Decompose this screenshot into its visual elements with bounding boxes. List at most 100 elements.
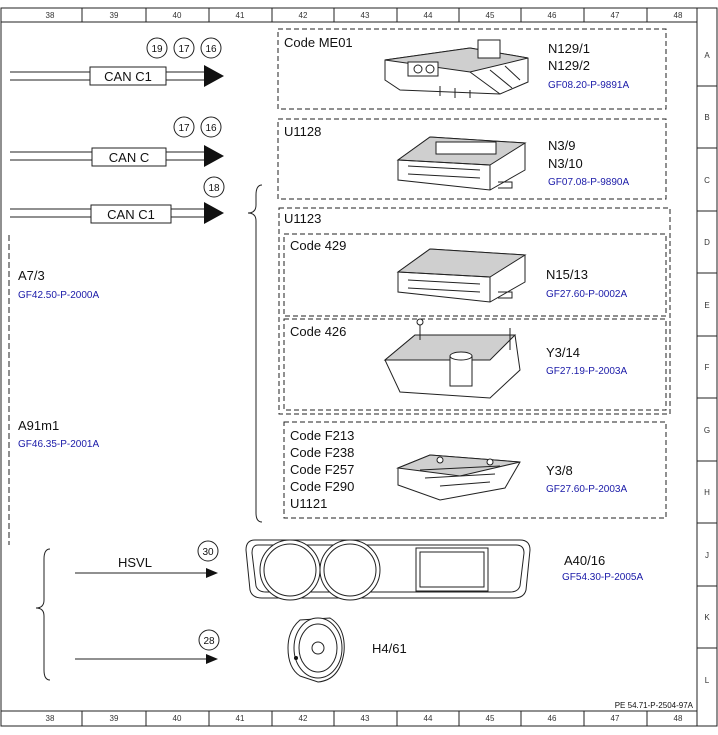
label-a91m1: A91m1 GF46.35-P-2001A bbox=[18, 418, 99, 450]
bus-label: CAN C bbox=[109, 150, 149, 165]
cluster-ref: GF54.30-P-2005A bbox=[562, 572, 643, 583]
col-bottom: 47 bbox=[611, 714, 620, 723]
ref-circle-number: 17 bbox=[178, 44, 190, 55]
col-top: 38 bbox=[46, 11, 55, 20]
h461-name: H4/61 bbox=[372, 641, 407, 656]
box-code-429: Code 429 N15/13 GF27.60-P-0002A bbox=[283, 233, 667, 317]
u1128-ref: GF07.08-P-9890A bbox=[548, 177, 629, 188]
u1128-name-2: N3/10 bbox=[548, 156, 583, 171]
row-label: G bbox=[704, 426, 710, 435]
col-top: 40 bbox=[173, 11, 182, 20]
col-top: 42 bbox=[299, 11, 308, 20]
ref-circle bbox=[198, 629, 220, 651]
col-top: 43 bbox=[361, 11, 370, 20]
arrow-head bbox=[206, 568, 218, 578]
bus-line-can-c1-top: CAN C1 19 17 16 bbox=[10, 37, 224, 87]
codef-name: Y3/8 bbox=[546, 463, 573, 478]
bus-label-box bbox=[89, 66, 167, 86]
bus-line-can-c: CAN C 17 16 bbox=[10, 116, 224, 167]
col-bottom: 42 bbox=[299, 714, 308, 723]
bus-label: CAN C1 bbox=[104, 69, 152, 84]
codef-line-2: Code F238 bbox=[290, 445, 354, 460]
ref-circle-number: 18 bbox=[208, 183, 220, 194]
col-top: 47 bbox=[611, 11, 620, 20]
column-labels: 38 39 40 41 42 43 44 45 46 47 48 38 39 4… bbox=[46, 8, 683, 726]
col-bottom: 44 bbox=[424, 714, 433, 723]
group-brace bbox=[247, 184, 263, 523]
frame bbox=[0, 7, 718, 727]
valve-body-426-icon bbox=[383, 318, 521, 399]
row-label: H bbox=[704, 488, 710, 497]
a91m1-name: A91m1 bbox=[18, 418, 59, 433]
code429-title: Code 429 bbox=[290, 238, 346, 253]
ref-circle-number: 30 bbox=[202, 547, 214, 558]
me01-title: Code ME01 bbox=[284, 35, 353, 50]
col-bottom: 38 bbox=[46, 714, 55, 723]
code426-name: Y3/14 bbox=[546, 345, 580, 360]
row-label: E bbox=[704, 301, 709, 310]
control-unit-me01-icon bbox=[384, 39, 529, 98]
me01-ref: GF08.20-P-9891A bbox=[548, 80, 629, 91]
row-label: A bbox=[704, 51, 710, 60]
row-label: K bbox=[704, 613, 710, 622]
codef-line-3: Code F257 bbox=[290, 462, 354, 477]
row-label: B bbox=[704, 113, 709, 122]
a7-3-ref: GF42.50-P-2000A bbox=[18, 290, 99, 301]
col-top: 39 bbox=[110, 11, 119, 20]
ref-circle bbox=[203, 176, 225, 198]
box-u1123: U1123 bbox=[278, 207, 671, 415]
row-label: C bbox=[704, 176, 710, 185]
code429-name: N15/13 bbox=[546, 267, 588, 282]
col-top: 44 bbox=[424, 11, 433, 20]
label-a7-3: A7/3 GF42.50-P-2000A bbox=[18, 268, 99, 301]
line-28: 28 bbox=[75, 629, 220, 664]
codef-line-5: U1121 bbox=[290, 496, 327, 511]
u1128-name-1: N3/9 bbox=[548, 138, 575, 153]
arrow-head bbox=[204, 202, 224, 224]
arrow-head bbox=[206, 654, 218, 664]
a7-3-name: A7/3 bbox=[18, 268, 45, 283]
box-code-f-series: Code F213 Code F238 Code F257 Code F290 … bbox=[283, 421, 667, 519]
col-top: 41 bbox=[236, 11, 245, 20]
col-bottom: 45 bbox=[486, 714, 495, 723]
col-bottom: 46 bbox=[548, 714, 557, 723]
code426-title: Code 426 bbox=[290, 324, 346, 339]
row-label: J bbox=[705, 551, 709, 560]
u1128-title: U1128 bbox=[284, 124, 321, 139]
valve-plate-y3-8-icon bbox=[396, 454, 521, 501]
row-label: D bbox=[704, 238, 710, 247]
arrow-head bbox=[204, 65, 224, 87]
ref-circle-number: 28 bbox=[203, 636, 215, 647]
ref-circle bbox=[173, 37, 195, 59]
me01-name-2: N129/2 bbox=[548, 58, 590, 73]
hsvl-label: HSVL bbox=[118, 555, 152, 570]
ref-circle-number: 19 bbox=[151, 44, 163, 55]
u1123-title: U1123 bbox=[284, 211, 321, 226]
row-labels: A B C D E F G H J K L bbox=[697, 51, 717, 685]
codef-line-1: Code F213 bbox=[290, 428, 354, 443]
bus-label-box bbox=[90, 204, 172, 224]
col-bottom: 48 bbox=[674, 714, 683, 723]
speaker-h4-61-icon bbox=[287, 617, 345, 683]
box-u1128: U1128 N3/9 N3/10 GF07.08-P-9890A bbox=[277, 118, 667, 200]
bus-label: CAN C1 bbox=[107, 207, 155, 222]
col-bottom: 40 bbox=[173, 714, 182, 723]
col-bottom: 41 bbox=[236, 714, 245, 723]
a91m1-ref: GF46.35-P-2001A bbox=[18, 439, 99, 450]
ref-circle-number: 17 bbox=[178, 123, 190, 134]
codef-ref: GF27.60-P-2003A bbox=[546, 484, 627, 495]
col-top: 48 bbox=[674, 11, 683, 20]
col-top: 45 bbox=[486, 11, 495, 20]
instrument-cluster-icon bbox=[245, 539, 531, 601]
line-hsvl: HSVL 30 bbox=[75, 540, 219, 578]
ref-circle-number: 16 bbox=[205, 44, 217, 55]
control-unit-429-icon bbox=[396, 248, 527, 303]
box-code-426: Code 426 Y3/14 GF27.19-P-2003A bbox=[283, 318, 667, 411]
col-bottom: 39 bbox=[110, 714, 119, 723]
row-label: F bbox=[705, 363, 710, 372]
codef-line-4: Code F290 bbox=[290, 479, 354, 494]
control-unit-u1128-icon bbox=[396, 136, 527, 191]
code429-ref: GF27.60-P-0002A bbox=[546, 289, 627, 300]
ref-circle bbox=[200, 116, 222, 138]
